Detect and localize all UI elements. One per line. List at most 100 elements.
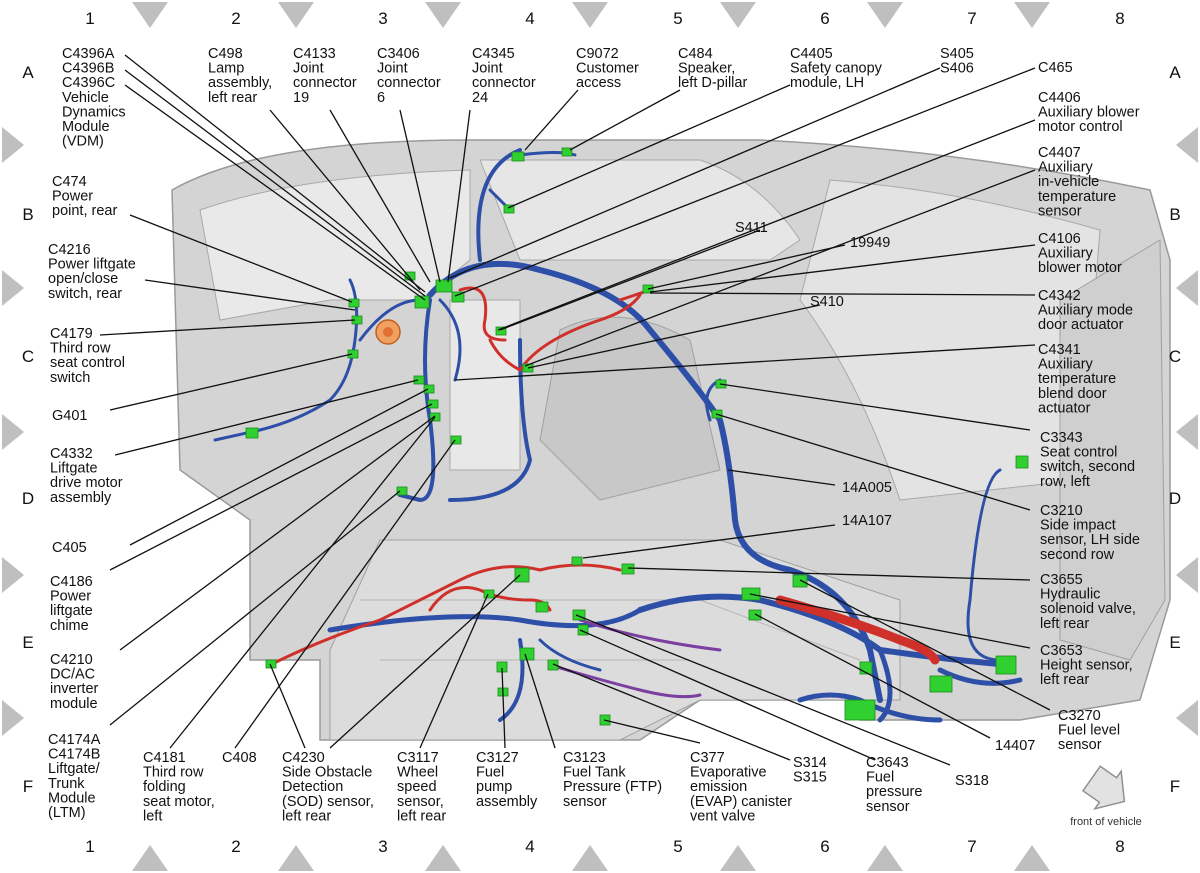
col-4-top: 4 bbox=[525, 9, 534, 28]
col-8-top: 8 bbox=[1115, 9, 1124, 28]
label-line: sensor bbox=[866, 799, 910, 815]
label-line: Fuel Tank bbox=[563, 765, 626, 781]
grid-marker bbox=[1014, 2, 1050, 28]
label-line: C4396A bbox=[62, 46, 115, 62]
label-line: C484 bbox=[678, 46, 713, 62]
label-line: connector bbox=[472, 75, 536, 91]
label-line: left D-pillar bbox=[678, 75, 747, 91]
label-line: C3406 bbox=[377, 46, 420, 62]
label-line: assembly bbox=[476, 794, 538, 810]
label-line: assembly, bbox=[208, 75, 272, 91]
label-line: (SOD) sensor, bbox=[282, 794, 374, 810]
label-line: Power bbox=[50, 589, 91, 605]
grid-marker bbox=[132, 845, 168, 871]
label-line: Fuel bbox=[476, 765, 504, 781]
label-line: C9072 bbox=[576, 46, 619, 62]
label-line: folding bbox=[143, 779, 186, 795]
label-line: S411 bbox=[735, 220, 768, 236]
label-line: switch bbox=[50, 370, 90, 386]
label-line: Joint bbox=[377, 61, 408, 77]
label-line: Safety canopy bbox=[790, 61, 883, 77]
label-line: blend door bbox=[1038, 386, 1107, 402]
grid-marker bbox=[425, 2, 461, 28]
grid-marker bbox=[572, 845, 608, 871]
label-line: point, rear bbox=[52, 203, 117, 219]
label-line: C4396C bbox=[62, 75, 115, 91]
label-line: Fuel level bbox=[1058, 723, 1120, 739]
label-line: Dynamics bbox=[62, 104, 126, 120]
grid-marker bbox=[2, 414, 24, 450]
label-line: Auxiliary bbox=[1038, 357, 1094, 373]
col-7-top: 7 bbox=[967, 9, 976, 28]
label-line: 24 bbox=[472, 90, 488, 106]
col-8-bottom: 8 bbox=[1115, 837, 1124, 856]
row-f-right: F bbox=[1170, 777, 1180, 796]
grid-marker bbox=[1176, 270, 1198, 306]
grid-marker bbox=[1176, 127, 1198, 163]
grid-marker bbox=[2, 270, 24, 306]
label-line: C4179 bbox=[50, 326, 93, 342]
label-line: C4216 bbox=[48, 242, 91, 258]
leader-lines bbox=[99, 54, 1051, 766]
label-line: Module bbox=[48, 790, 96, 806]
label-line: second row bbox=[1040, 547, 1115, 563]
label-line: seat control bbox=[50, 355, 125, 371]
label-line: C408 bbox=[222, 750, 257, 766]
front-of-vehicle-label: front of vehicle bbox=[1070, 816, 1142, 828]
label-line: Wheel bbox=[397, 765, 438, 781]
label-line: Hydraulic bbox=[1040, 587, 1100, 603]
label-line: C498 bbox=[208, 46, 243, 62]
label-line: C4230 bbox=[282, 750, 325, 766]
label-line: in-vehicle bbox=[1038, 174, 1099, 190]
grid-marker bbox=[2, 127, 24, 163]
label-line: emission bbox=[690, 779, 747, 795]
label-line: C4341 bbox=[1038, 342, 1081, 358]
col-5-top: 5 bbox=[673, 9, 682, 28]
label-line: access bbox=[576, 75, 621, 91]
grid-marker bbox=[278, 2, 314, 28]
label-line: inverter bbox=[50, 681, 99, 697]
label-line: open/close bbox=[48, 271, 118, 287]
front-arrow-icon bbox=[1081, 765, 1126, 811]
label-line: Speaker, bbox=[678, 61, 735, 77]
label-line: Power liftgate bbox=[48, 257, 136, 273]
row-e-right: E bbox=[1169, 633, 1180, 652]
label-line: row, left bbox=[1040, 474, 1090, 490]
label-line: connector bbox=[377, 75, 441, 91]
label-line: Power bbox=[52, 189, 93, 205]
label-line: Auxiliary bbox=[1038, 160, 1094, 176]
label-line: C405 bbox=[52, 540, 87, 556]
label-line: liftgate bbox=[50, 603, 93, 619]
col-2-top: 2 bbox=[231, 9, 240, 28]
col-1-bottom: 1 bbox=[85, 837, 94, 856]
label-line: S405 bbox=[940, 46, 974, 62]
grid-marker bbox=[132, 2, 168, 28]
label-line: Trunk bbox=[48, 776, 85, 792]
label-line: 14A107 bbox=[842, 513, 892, 529]
label-line: Module bbox=[62, 119, 110, 135]
label-line: Customer bbox=[576, 61, 639, 77]
label-line: actuator bbox=[1038, 400, 1091, 416]
label-line: C4210 bbox=[50, 652, 93, 668]
label-line: switch, second bbox=[1040, 459, 1135, 475]
grid-marker bbox=[425, 845, 461, 871]
